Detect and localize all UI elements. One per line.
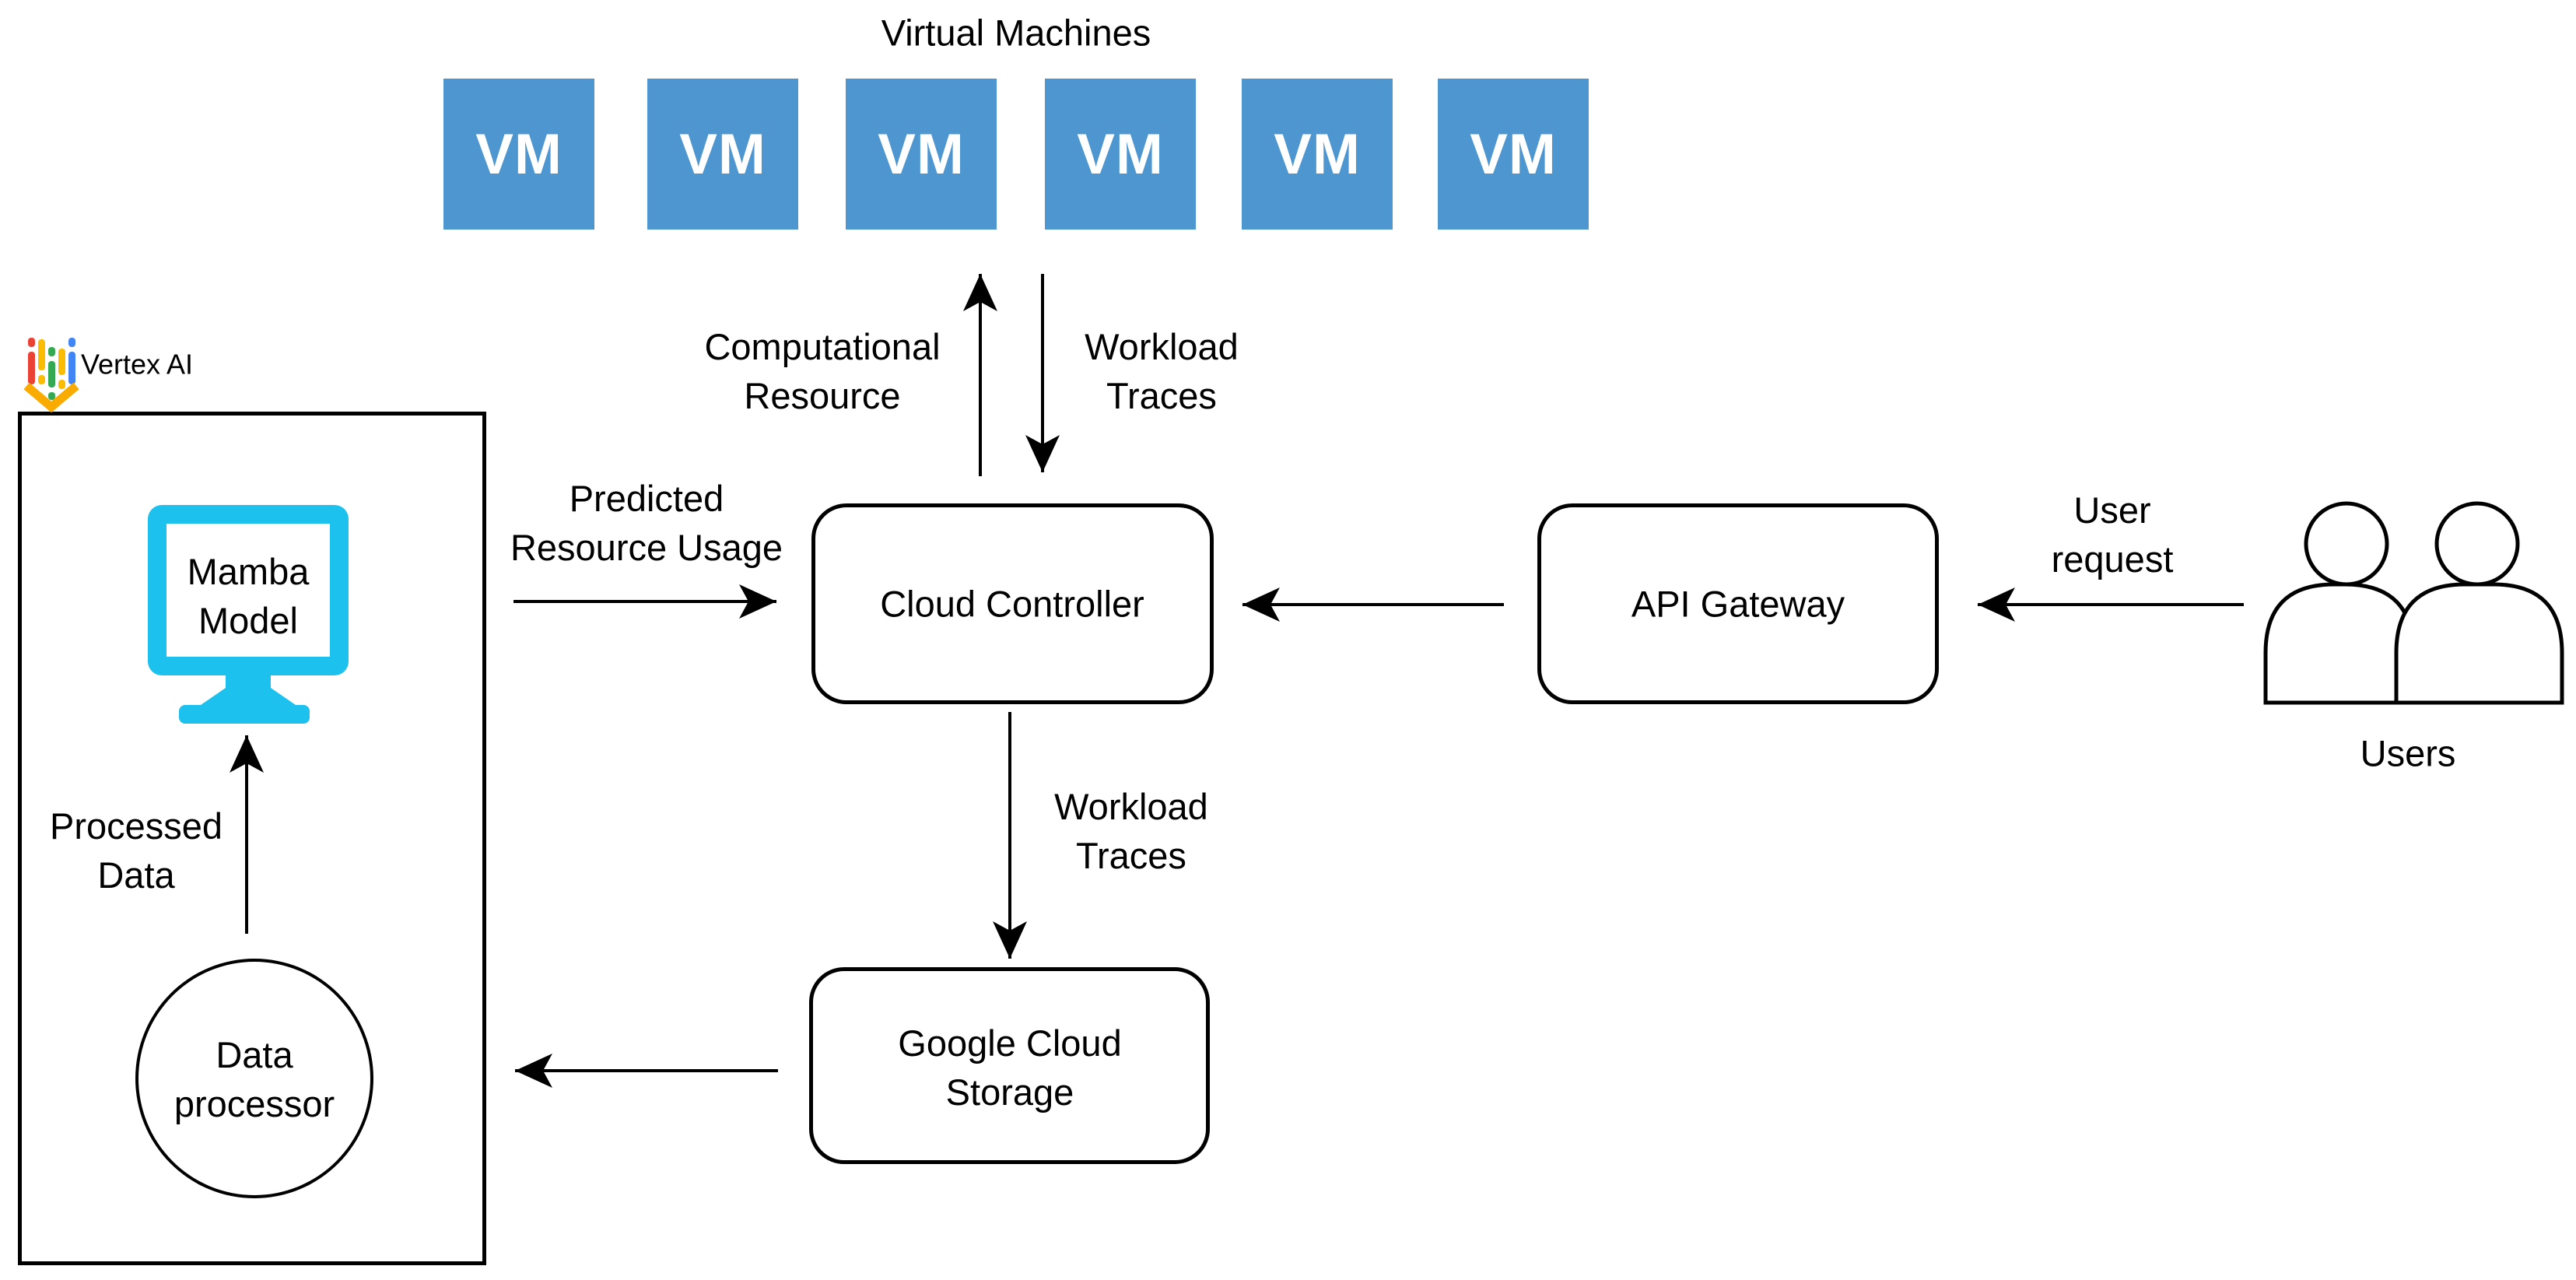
two-people-icon	[2263, 501, 2564, 705]
edge-label-user-request: User request	[2052, 486, 2174, 584]
api-gateway-box	[1537, 503, 1939, 704]
label-line: Resource	[744, 375, 901, 416]
edge-label-predicted-resource-usage: Predicted Resource Usage	[510, 474, 783, 572]
vm-box: VM	[1242, 79, 1393, 230]
vm-label: VM	[679, 122, 766, 186]
label-line: Predicted	[569, 478, 724, 519]
label-line: Data	[97, 854, 175, 896]
vm-box: VM	[1045, 79, 1196, 230]
label-line: User	[2073, 489, 2151, 531]
edge-label-processed-data: Processed Data	[50, 801, 223, 900]
data-processor-shape	[135, 959, 373, 1198]
google-cloud-storage-box	[809, 967, 1210, 1164]
label-line: request	[2051, 538, 2174, 580]
vm-label: VM	[1274, 122, 1361, 186]
mamba-model-label: Mamba Model	[188, 547, 310, 645]
monitor-base	[179, 705, 310, 724]
person-body	[2263, 582, 2416, 705]
label-line: Traces	[1106, 375, 1217, 416]
person-body	[2394, 582, 2564, 705]
vm-box: VM	[647, 79, 798, 230]
api-gateway-label: API Gateway	[1631, 583, 1845, 625]
vertex-ai-logo-icon	[23, 338, 79, 413]
vm-box: VM	[443, 79, 594, 230]
label-line: processor	[173, 1083, 335, 1124]
vm-box: VM	[1438, 79, 1589, 230]
label-line: Google Cloud	[898, 1022, 1122, 1064]
vm-group-title: Virtual Machines	[881, 12, 1151, 54]
vm-label: VM	[878, 122, 965, 186]
edge-label-workload-traces-from-vms: Workload Traces	[1085, 322, 1239, 420]
label-line: Processed	[49, 805, 223, 847]
cloud-controller-label: Cloud Controller	[880, 583, 1144, 625]
vertex-ai-container-box	[18, 412, 486, 1265]
users-label: Users	[2360, 732, 2456, 774]
label-line: Traces	[1076, 835, 1186, 876]
label-line: Computational	[704, 326, 941, 367]
cloud-controller-box	[811, 503, 1214, 704]
label-line: Data	[216, 1034, 293, 1075]
vm-label: VM	[1077, 122, 1164, 186]
vm-box: VM	[846, 79, 997, 230]
vertex-ai-label: Vertex AI	[80, 348, 194, 380]
label-line: Storage	[945, 1071, 1074, 1113]
monitor-screen	[166, 524, 330, 657]
monitor-icon	[148, 505, 349, 724]
label-line: Workload	[1085, 326, 1239, 367]
vm-label: VM	[475, 122, 563, 186]
vm-label: VM	[1470, 122, 1557, 186]
label-line: Resource Usage	[510, 527, 783, 568]
label-line: Workload	[1054, 786, 1208, 827]
edge-label-workload-traces-to-storage: Workload Traces	[1054, 782, 1208, 880]
person-head	[2434, 501, 2520, 587]
monitor-stand	[201, 675, 296, 705]
label-line: Mamba	[187, 551, 310, 592]
edge-label-computational-resource: Computational Resource	[704, 322, 940, 420]
data-processor-label: Data processor	[174, 1030, 335, 1128]
google-cloud-storage-label: Google Cloud Storage	[898, 1019, 1121, 1117]
person-head	[2304, 501, 2389, 587]
label-line: Model	[198, 600, 299, 641]
